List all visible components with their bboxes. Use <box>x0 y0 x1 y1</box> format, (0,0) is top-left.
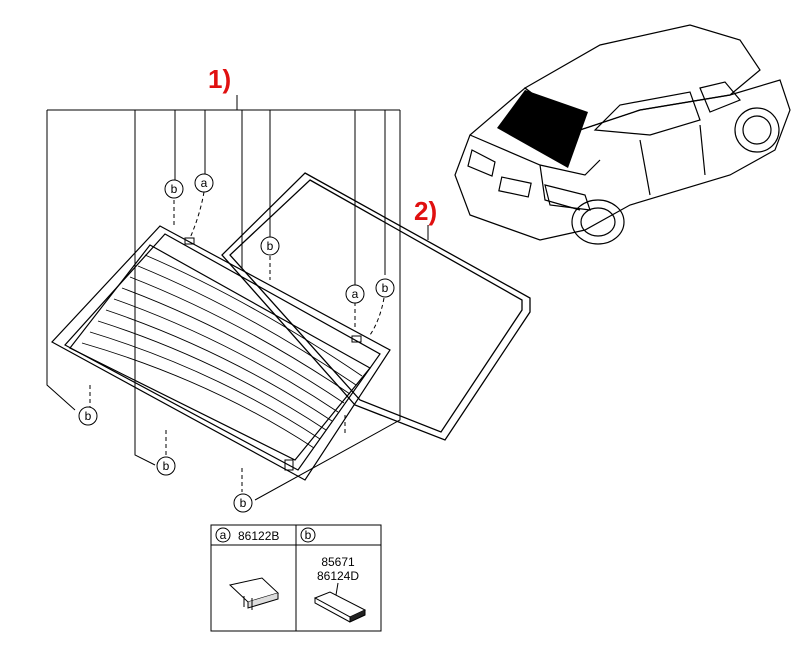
callout-1-label: 1) <box>208 64 231 94</box>
clip-a-sketch <box>228 577 279 610</box>
marker-a-right: a <box>345 284 365 304</box>
callout-2-label: 2) <box>414 196 437 226</box>
legend-b-part-number-1: 85671 <box>321 555 355 569</box>
marker-b-mid: b <box>260 236 280 256</box>
svg-text:b: b <box>171 182 178 196</box>
svg-text:b: b <box>85 409 92 423</box>
svg-text:b: b <box>305 528 312 542</box>
svg-text:a: a <box>201 176 208 190</box>
svg-text:b: b <box>163 459 170 473</box>
parts-legend-table <box>210 524 382 632</box>
legend-a-part-number: 86122B <box>238 529 279 543</box>
defroster-lines <box>81 254 363 449</box>
pad-b-sketch <box>313 591 367 623</box>
svg-text:a: a <box>352 287 359 301</box>
legend-a-header: a 86122B <box>215 527 279 543</box>
leader-lines-1 <box>46 95 401 501</box>
glass-clip-marks <box>184 237 362 471</box>
marker-b-bottom: b <box>233 493 253 513</box>
svg-text:b: b <box>267 239 274 253</box>
marker-b-right: b <box>375 278 395 298</box>
rear-glass-panel <box>51 225 391 481</box>
marker-b-left: b <box>78 406 98 426</box>
svg-text:b: b <box>240 496 247 510</box>
svg-text:a: a <box>220 528 227 542</box>
marker-b-top: b <box>164 179 184 199</box>
legend-b-leader <box>335 582 339 596</box>
highlighted-rear-glass <box>497 90 588 168</box>
legend-b-part-number-2: 86124D <box>317 569 359 583</box>
glass-seal-frame <box>221 172 531 441</box>
svg-text:b: b <box>382 281 389 295</box>
dashed-connectors <box>89 191 385 492</box>
marker-b-bottom-left: b <box>156 456 176 476</box>
marker-a-top: a <box>194 173 214 193</box>
legend-b-header: b <box>300 527 316 543</box>
car-illustration <box>454 24 791 245</box>
